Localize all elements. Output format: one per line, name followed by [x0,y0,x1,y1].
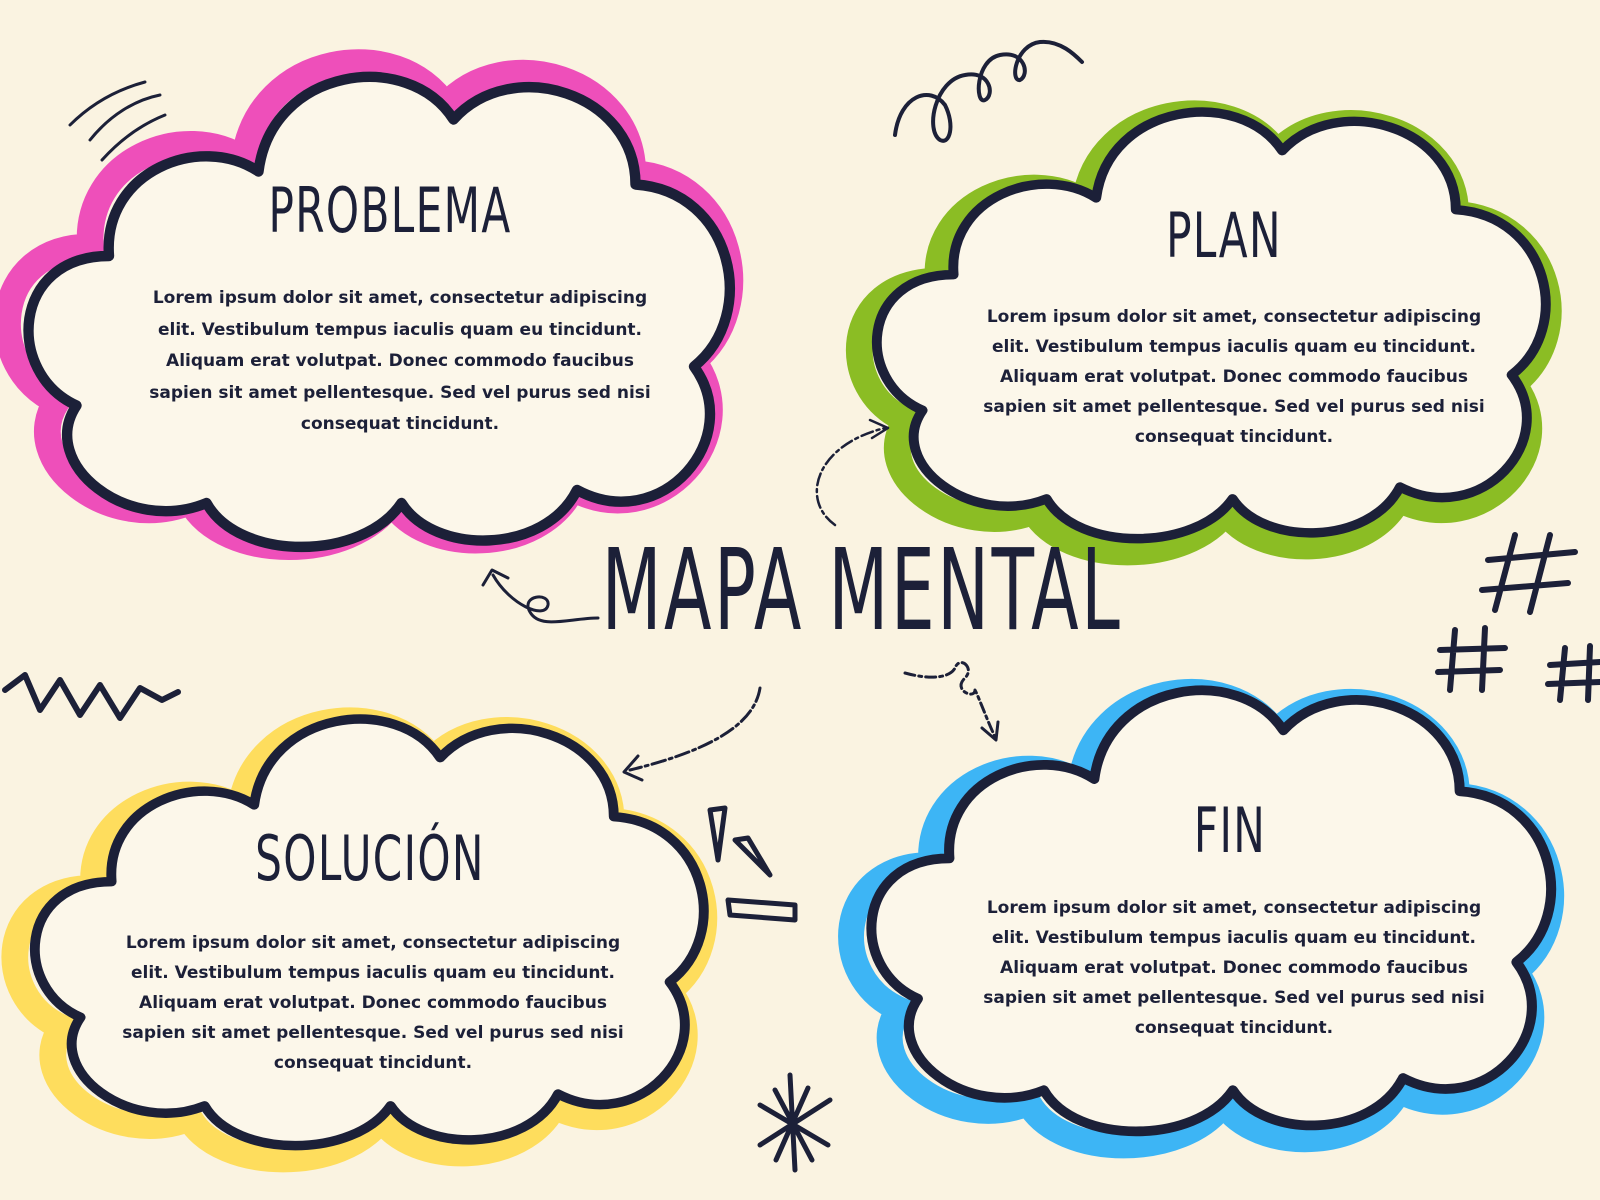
cloud-title-solucion: SOLUCIÓN [255,822,485,895]
hash-doodle-large [1479,532,1578,615]
cloud-body-plan: Lorem ipsum dolor sit amet, consectetur … [983,307,1485,447]
arrow-to-plan [815,426,887,527]
cloud-title-problema: PROBLEMA [268,174,512,247]
hash-doodle-medium [1435,625,1508,693]
exclamation-spikes-doodle [707,805,798,923]
star-doodle [757,1072,833,1173]
zigzag-doodle [2,672,181,721]
arrow-to-problema-head [481,568,510,587]
cloud-title-fin: FIN [1193,794,1267,867]
cloud-body-problema: Lorem ipsum dolor sit amet, consectetur … [149,288,651,434]
cloud-body-solucion: Lorem ipsum dolor sit amet, consectetur … [122,933,624,1073]
hash-doodle-small [1545,643,1600,703]
arrow-to-problema [491,573,600,624]
main-title: MAPA MENTAL [601,526,1123,656]
cloud-title-plan: PLAN [1166,199,1282,272]
arrow-to-fin-head [980,720,1000,742]
loop-squiggle-doodle [893,39,1084,143]
arrow-to-fin [903,661,997,739]
arrow-to-solucion-head [622,754,644,782]
cloud-body-fin: Lorem ipsum dolor sit amet, consectetur … [983,898,1485,1038]
arrow-to-solucion [628,686,762,772]
motion-lines-doodle [68,80,167,162]
arrow-to-plan-head [868,418,890,440]
